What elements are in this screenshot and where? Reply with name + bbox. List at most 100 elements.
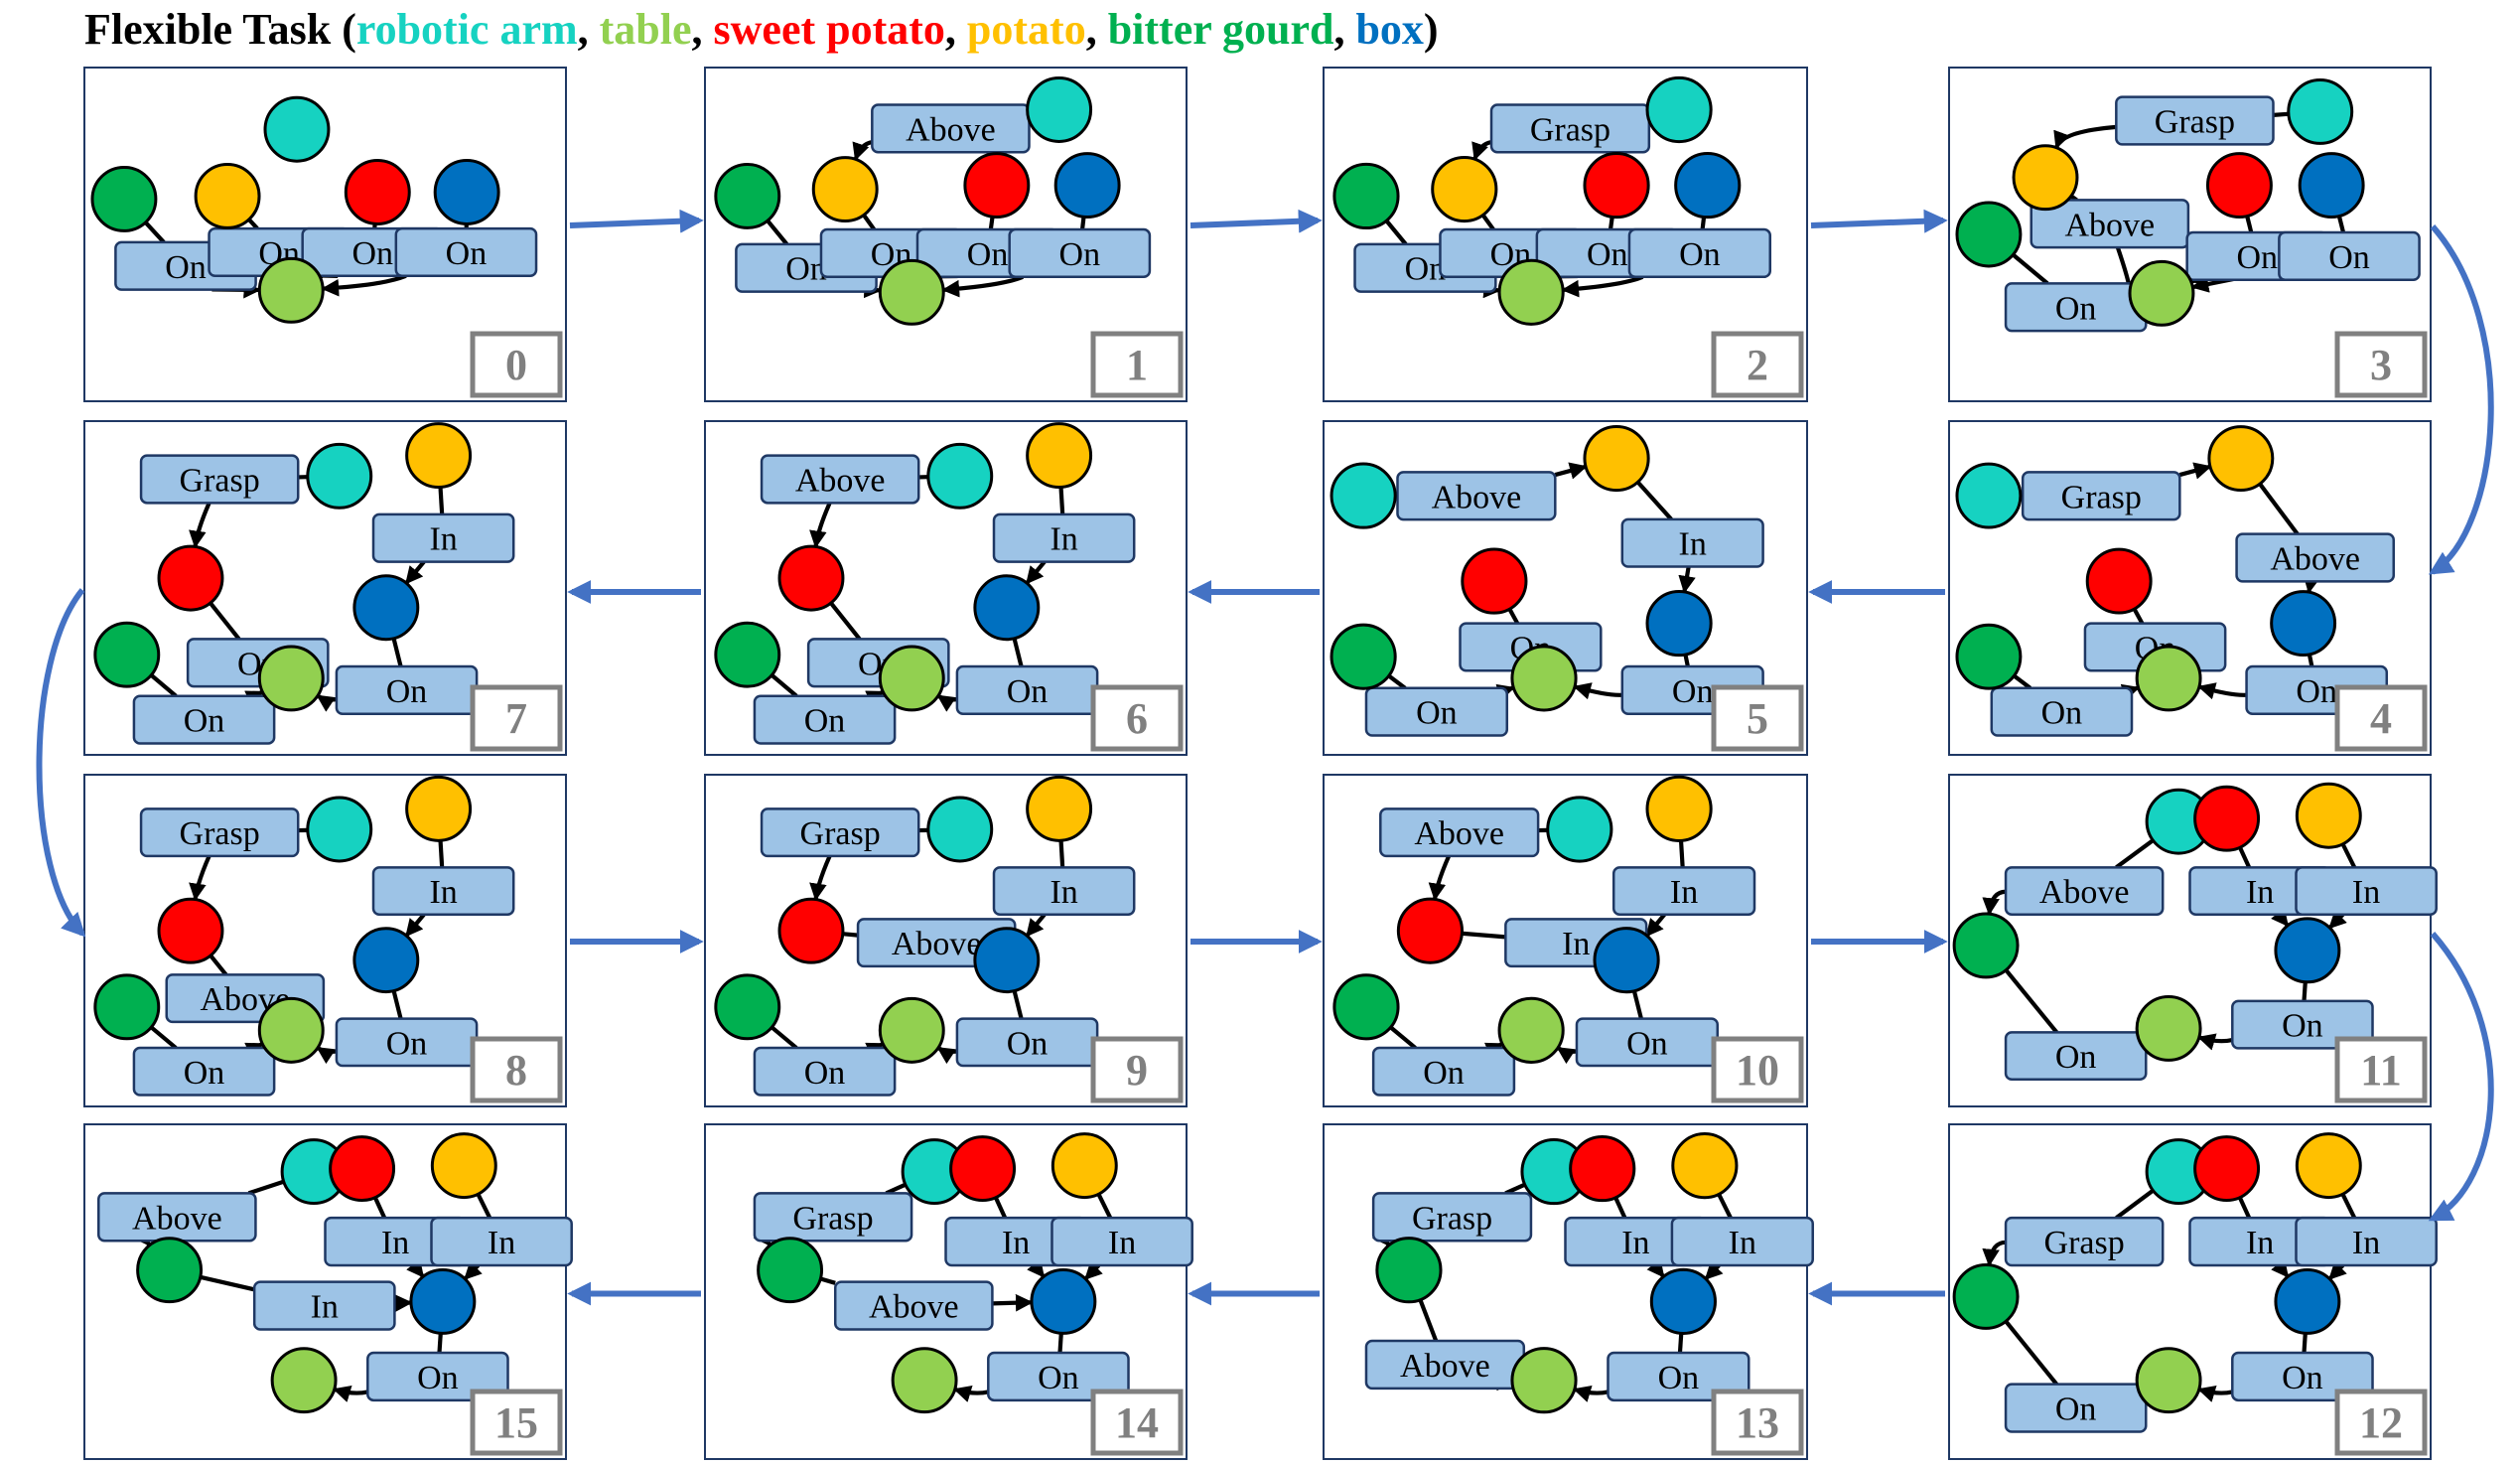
relation-label: In [2246, 874, 2274, 911]
relation-box-on: On [1990, 686, 2134, 737]
title-entity-potato: potato [966, 5, 1086, 54]
relation-edge [373, 1197, 387, 1220]
relation-label: On [417, 1360, 459, 1396]
node-robotic-arm [263, 95, 331, 163]
relation-edge [2012, 253, 2049, 286]
relation-label: Above [869, 1289, 959, 1326]
node-box [1645, 589, 1713, 658]
relation-box-above: Above [833, 1280, 994, 1331]
relation-edge [1418, 1299, 1439, 1342]
relation-label: In [1002, 1225, 1030, 1261]
relation-box-bg [1379, 807, 1540, 858]
relation-box-on: On [753, 1046, 897, 1097]
relation-box-grasp: Grasp [753, 1192, 913, 1243]
relation-edge [992, 1293, 1034, 1312]
object-nodes [93, 422, 473, 712]
step-number: 2 [1747, 341, 1768, 389]
relation-edge [2120, 683, 2141, 701]
relation-edges [753, 1183, 1113, 1402]
step-badge [1711, 331, 1804, 398]
node-bitter-gourd [90, 165, 158, 232]
node-robotic-arm [1546, 796, 1613, 863]
relation-box-bg [366, 1351, 509, 1402]
relation-label: On [1626, 1025, 1668, 1062]
relation-box-above: Above [2004, 866, 2165, 917]
flow-arrow-right [1810, 209, 1948, 233]
relation-label: Above [2270, 541, 2360, 578]
relation-edge [2271, 1258, 2290, 1278]
flow-arrow-turn [36, 588, 86, 938]
relation-edge [405, 560, 426, 585]
relation-edge [2302, 1334, 2308, 1354]
relation-edge [2341, 843, 2357, 869]
relation-box-bg [1371, 1046, 1516, 1097]
relation-label: On [1672, 673, 1714, 710]
relation-box-bg [139, 807, 300, 858]
object-nodes [1952, 782, 2362, 1062]
node-table [2135, 994, 2202, 1062]
node-table [257, 996, 325, 1064]
relation-label: On [386, 1025, 428, 1062]
relation-edge [464, 1261, 483, 1280]
relation-edge [1573, 682, 1622, 700]
relation-box-in: In [252, 1280, 396, 1331]
relation-box-above: Above [1364, 1339, 1526, 1391]
relation-edge [2273, 111, 2289, 117]
relation-edge [936, 1046, 958, 1065]
relation-box-bg [2004, 1216, 2165, 1267]
object-nodes [1330, 424, 1713, 712]
step-badge [1711, 684, 1804, 752]
node-box [409, 1267, 477, 1335]
step-number: 5 [1747, 694, 1768, 743]
relation-label: Grasp [1412, 1200, 1492, 1237]
relation-box-above: Above [2235, 532, 2395, 583]
step-number: 13 [1736, 1398, 1779, 1447]
node-table [1510, 645, 1578, 712]
node-robotic-arm [1330, 462, 1397, 529]
relation-edge [1678, 566, 1696, 594]
node-sweet-potato [777, 897, 845, 964]
relation-edge [1428, 854, 1452, 902]
object-nodes [1952, 1132, 2362, 1414]
node-box [1030, 1267, 1097, 1335]
relation-label: In [1108, 1225, 1136, 1261]
relation-edge [144, 221, 166, 244]
node-robotic-arm [1955, 462, 2023, 529]
node-bitter-gourd [1332, 162, 1400, 230]
step-badge [1090, 684, 1184, 752]
relation-label: Grasp [180, 815, 260, 852]
relation-edge [941, 274, 1024, 298]
relation-box-bg [139, 454, 300, 505]
relation-box-bg [753, 1046, 897, 1097]
relation-label: On [1038, 1360, 1079, 1396]
relation-box-above: Above [1396, 471, 1557, 521]
relation-edge [988, 217, 995, 230]
object-nodes [93, 775, 473, 1064]
node-box [2274, 1267, 2341, 1335]
relation-label: Grasp [2044, 1225, 2125, 1261]
node-robotic-arm [1026, 76, 1093, 143]
relation-label: In [429, 874, 457, 911]
relation-box-grasp: Grasp [139, 454, 300, 505]
relation-box-on: On [955, 664, 1099, 716]
node-table [270, 1347, 338, 1414]
relation-edge [1471, 140, 1492, 161]
relation-label: On [1007, 673, 1049, 710]
node-box [2298, 152, 2365, 220]
relation-edge [2178, 462, 2212, 480]
relation-box-bg [2231, 999, 2374, 1050]
relation-label: In [1562, 926, 1590, 962]
relation-edge [1613, 1197, 1627, 1220]
relation-label: Above [892, 926, 982, 962]
relation-edge [1645, 913, 1666, 938]
node-box [2270, 590, 2337, 658]
relation-box-on: On [2004, 282, 2148, 333]
relation-edge [2115, 1189, 2154, 1220]
relation-label: On [2296, 673, 2337, 710]
step-badge [2334, 1389, 2428, 1456]
title-suffix: ) [1423, 5, 1439, 54]
node-sweet-potato [1569, 1135, 1636, 1203]
